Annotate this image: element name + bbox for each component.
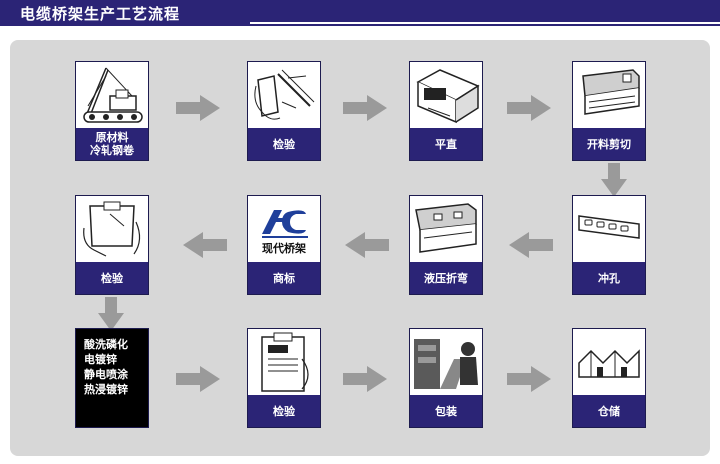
step-label: 检验: [248, 395, 320, 427]
shearing-machine-icon: [582, 69, 640, 115]
step-label: 检验: [248, 128, 320, 160]
title-tab: 电缆桥架生产工艺流程: [0, 0, 250, 26]
step-trademark: 现代桥架 商标: [247, 195, 321, 295]
step-surface-treatment: 酸洗磷化 电镀锌 静电喷涂 热浸镀锌: [75, 328, 149, 428]
inspection-clipboard-icon: [254, 69, 315, 120]
crane-icon: [83, 67, 143, 123]
arrow-right-icon: [343, 366, 387, 392]
step-cutting: 开料剪切: [572, 61, 646, 161]
arrow-left-icon: [509, 232, 553, 258]
arrow-right-icon: [343, 95, 387, 121]
header-bar: 电缆桥架生产工艺流程: [0, 0, 720, 26]
arrow-right-icon: [176, 95, 220, 121]
inspection-clipboard-icon: [83, 201, 141, 257]
step-label: 冲孔: [573, 262, 645, 294]
step-storage: 仓储: [572, 328, 646, 428]
step-inspection-3: 检验: [247, 328, 321, 428]
brand-logo-icon: 现代桥架: [262, 210, 308, 255]
step-label: 开料剪切: [573, 128, 645, 160]
page-title: 电缆桥架生产工艺流程: [20, 5, 181, 23]
step-inspection-1: 检验: [247, 61, 321, 161]
treatment-list: 酸洗磷化 电镀锌 静电喷涂 热浸镀锌: [84, 337, 146, 397]
punched-plate-icon: [578, 215, 640, 239]
treatment-line: 酸洗磷化: [84, 338, 128, 351]
step-raw-material: 原材料 冷轧钢卷: [75, 61, 149, 161]
step-label: 液压折弯: [410, 262, 482, 294]
arrow-right-icon: [507, 95, 551, 121]
warehouse-icon: [578, 349, 640, 378]
step-label: 检验: [76, 262, 148, 294]
step-label: 仓储: [573, 395, 645, 427]
step-label: 原材料 冷轧钢卷: [76, 128, 148, 160]
arrow-left-icon: [183, 232, 227, 258]
step-flattening: 平直: [409, 61, 483, 161]
arrow-right-icon: [176, 366, 220, 392]
arrow-down-icon: [601, 163, 627, 197]
packing-icon: [414, 339, 478, 389]
step-packing: 包装: [409, 328, 483, 428]
press-brake-icon: [415, 203, 477, 253]
step-label: 商标: [248, 262, 320, 294]
arrow-down-icon: [98, 297, 124, 331]
treatment-line: 静电喷涂: [84, 368, 128, 381]
treatment-line: 热浸镀锌: [84, 383, 128, 396]
inspection-clipboard-icon: [261, 332, 309, 392]
step-label: 包装: [410, 395, 482, 427]
step-inspection-2: 检验: [75, 195, 149, 295]
logo-text: 现代桥架: [262, 241, 306, 255]
header-divider: [250, 22, 720, 24]
flattening-machine-icon: [416, 69, 480, 124]
step-punching: 冲孔: [572, 195, 646, 295]
step-hydraulic-bending: 液压折弯: [409, 195, 483, 295]
step-label: 平直: [410, 128, 482, 160]
arrow-left-icon: [345, 232, 389, 258]
treatment-line: 电镀锌: [84, 353, 117, 366]
arrow-right-icon: [507, 366, 551, 392]
